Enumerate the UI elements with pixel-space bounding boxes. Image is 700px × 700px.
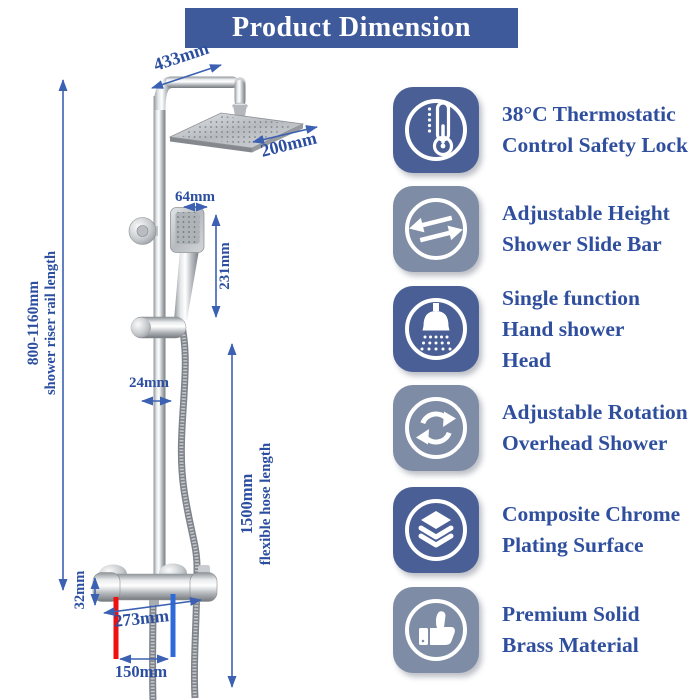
safety-button <box>198 565 210 574</box>
shower-diagram: 433mm 200mm 64mm 231mm 24mm 800-1160mm s… <box>25 38 319 700</box>
feature-text: Composite Chrome Plating Surface <box>502 502 681 557</box>
top-width-line <box>151 64 222 89</box>
hot-water-indicator <box>113 597 119 659</box>
dim-hand-length: 231mm <box>217 242 233 290</box>
dim-riser-caption: shower riser rail length <box>43 251 59 395</box>
page-title: Product Dimension <box>232 12 471 43</box>
dim-rail-diameter: 24mm <box>129 375 169 391</box>
slider-clamp <box>130 316 187 339</box>
swap-arrows-icon <box>393 186 479 272</box>
feature-slide-bar: Adjustable Height Shower Slide Bar <box>393 186 670 272</box>
thumbs-up-icon <box>393 587 479 673</box>
shower-riser-assembly <box>92 76 305 700</box>
title-banner: Product Dimension <box>185 8 518 48</box>
hand-shower-icon <box>393 286 479 372</box>
feature-rotation: Adjustable Rotation Overhead Shower <box>393 385 688 471</box>
feature-thermostatic: 38°C Thermostatic Control Safety Lock <box>393 87 688 173</box>
riser-pipe <box>153 96 166 588</box>
dim-hose-caption: flexible hose length <box>258 442 274 565</box>
feature-text: Premium Solid Brass Material <box>502 602 640 657</box>
dim-outlet-spacing: 150mm <box>115 662 167 681</box>
dim-riser-range: 800-1160mm <box>25 281 42 365</box>
dim-hose-length: 1500mm <box>237 474 256 535</box>
layers-icon <box>393 487 479 573</box>
feature-text: Adjustable Height Shower Slide Bar <box>502 201 670 256</box>
feature-chrome-plating: Composite Chrome Plating Surface <box>393 487 680 573</box>
feature-text: Single function Hand shower Head <box>502 285 640 372</box>
arm-drop <box>234 80 246 106</box>
dim-valve-width: 273mm <box>113 605 171 631</box>
overhead-size-line <box>252 125 318 144</box>
valve-width-line <box>103 597 202 616</box>
dimension-annotations: 433mm 200mm 64mm 231mm 24mm 800-1160mm s… <box>25 38 319 688</box>
feature-hand-shower: Single function Hand shower Head <box>393 286 640 372</box>
wall-bracket <box>128 217 158 245</box>
dim-valve-height: 32mm <box>72 571 88 610</box>
dim-hand-width: 64mm <box>175 189 215 205</box>
dim-top-width: 433mm <box>151 38 211 75</box>
cold-water-indicator <box>170 594 176 657</box>
feature-text: Adjustable Rotation Overhead Shower <box>502 400 688 455</box>
feature-brass-material: Premium Solid Brass Material <box>393 587 640 673</box>
overhead-arm <box>166 76 238 88</box>
flow-knob <box>189 572 218 602</box>
hand-shower <box>170 207 205 320</box>
feature-text: 38°C Thermostatic Control Safety Lock <box>502 102 688 157</box>
rotation-arrows-icon <box>393 385 479 471</box>
thermostatic-valve <box>92 563 218 605</box>
hand-shower-handle <box>174 250 199 320</box>
thermometer-icon <box>393 87 479 173</box>
